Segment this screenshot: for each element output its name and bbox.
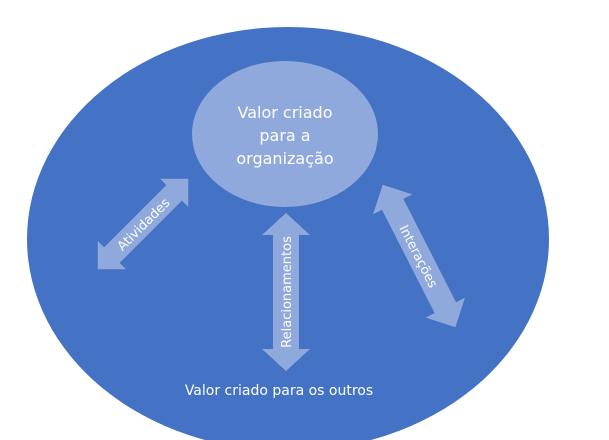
center-label-line2: para a xyxy=(259,126,310,145)
center-label-line3: organização xyxy=(236,149,333,168)
arrow-label-relacionamentos: Relacionamentos xyxy=(280,236,295,348)
double-arrow-left xyxy=(97,178,189,270)
arrow-relacionamentos: Relacionamentos xyxy=(262,213,310,371)
bottom-label: Valor criado para os outros xyxy=(185,383,373,399)
double-arrow-middle xyxy=(262,213,310,371)
center-label-line1: Valor criado xyxy=(238,103,333,122)
double-arrow-right xyxy=(373,184,465,328)
center-ellipse xyxy=(192,61,378,207)
